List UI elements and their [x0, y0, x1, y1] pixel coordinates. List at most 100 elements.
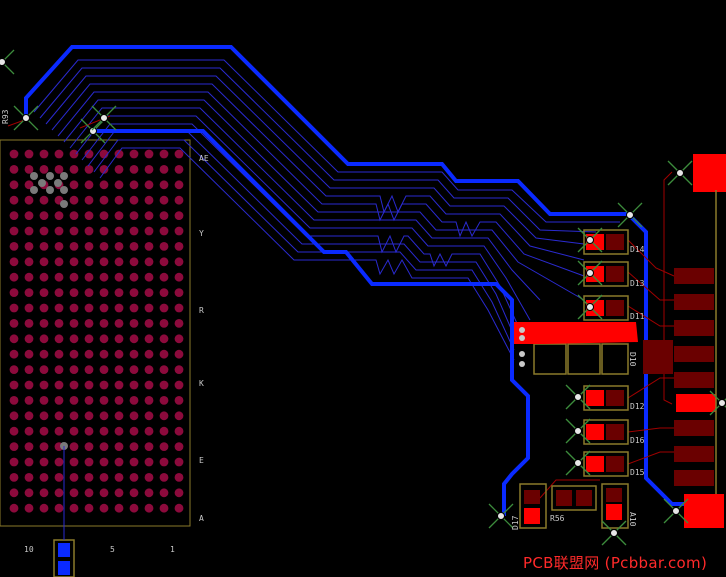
bga-pad [99, 349, 109, 359]
bga-pad [144, 319, 154, 328]
bga-pad [159, 349, 169, 359]
bga-pad [114, 257, 124, 267]
bga-pad [114, 426, 124, 436]
bga-via [60, 172, 68, 180]
bga-col-label: 10 [24, 545, 34, 554]
via-marker [488, 503, 514, 529]
bga-pad [39, 457, 49, 467]
bga-pad [174, 365, 184, 374]
bga-pad [174, 473, 184, 482]
via-marker [601, 520, 627, 546]
bga-pad [54, 149, 64, 159]
bga-pad [99, 195, 109, 205]
bga-pad [54, 257, 64, 267]
bga-pad [24, 457, 34, 467]
bga-via [38, 179, 46, 187]
bga-pad [24, 426, 34, 436]
bga-pad [129, 303, 139, 313]
bga-pad [159, 319, 169, 328]
bga-pad [54, 288, 64, 297]
bga-pad [9, 503, 19, 513]
bga-pad [84, 396, 94, 405]
bga-pad [99, 288, 109, 297]
bga-pad [114, 211, 124, 221]
bga-pad [9, 426, 19, 436]
refdes-d14: D14 [630, 245, 645, 254]
bga-pad [129, 334, 139, 344]
bga-pad [39, 503, 49, 513]
bga-pad [9, 380, 19, 390]
bga-pad [69, 319, 79, 328]
bga-pad [144, 473, 154, 482]
bga-pad [84, 242, 94, 251]
bga-pad [174, 503, 184, 513]
bga-pad [9, 180, 19, 190]
bga-pad [114, 288, 124, 297]
bga-pad [54, 226, 64, 236]
bga-pad [144, 272, 154, 282]
bga-pad [114, 180, 124, 190]
bga-pad [144, 503, 154, 513]
bga-pad [129, 272, 139, 282]
bga-via [46, 186, 54, 194]
bga-pad [24, 488, 34, 498]
bga-pad [39, 442, 49, 451]
refdes-d11: D11 [630, 312, 645, 321]
bga-pad [144, 365, 154, 374]
bga-pad [9, 457, 19, 467]
bga-pad [159, 226, 169, 236]
bga-pad [99, 211, 109, 221]
bga-pad [39, 334, 49, 344]
bga-pad [159, 180, 169, 190]
bga-pad [99, 457, 109, 467]
bga-pad [99, 257, 109, 267]
bga-pad [144, 442, 154, 451]
bga-pad [39, 149, 49, 159]
bga-pad [9, 442, 19, 451]
bga-pad [84, 503, 94, 513]
bga-pad [99, 442, 109, 451]
bga-pad [129, 488, 139, 498]
bga-pad [24, 149, 34, 159]
bga-pad [174, 257, 184, 267]
bga-pad [24, 242, 34, 251]
bga-pad [24, 272, 34, 282]
bga-pad [9, 226, 19, 236]
bga-pad [159, 165, 169, 174]
bga-pad [114, 349, 124, 359]
bga-pad [159, 211, 169, 221]
bga-pad [9, 303, 19, 313]
bga-pad [24, 503, 34, 513]
bga-pad [9, 319, 19, 328]
bga-pad [174, 457, 184, 467]
bga-pad [9, 242, 19, 251]
bga-pad [159, 365, 169, 374]
bga-pad [174, 334, 184, 344]
bga-pad [84, 272, 94, 282]
via-marker [667, 160, 693, 186]
refdes-d12: D12 [630, 402, 645, 411]
bga-pad [39, 211, 49, 221]
bga-pad [54, 242, 64, 251]
bga-pad [99, 473, 109, 482]
bga-outline [0, 139, 191, 527]
via-marker [577, 294, 603, 320]
bga-pad [84, 365, 94, 374]
bga-pad [99, 365, 109, 374]
bga-pad [174, 165, 184, 174]
bga-pad [129, 411, 139, 421]
via-marker [91, 105, 117, 131]
bga-pad [99, 411, 109, 421]
bga-pad [69, 473, 79, 482]
bga-pad [9, 195, 19, 205]
bga-pad [24, 303, 34, 313]
bga-pad [114, 457, 124, 467]
bga-pad [174, 242, 184, 251]
bga-pad [24, 180, 34, 190]
bga-row-label: Y [199, 229, 204, 238]
bga-pad [129, 426, 139, 436]
bga-pad [84, 411, 94, 421]
refdes-d15: D15 [630, 468, 645, 477]
bga-pad [114, 488, 124, 498]
